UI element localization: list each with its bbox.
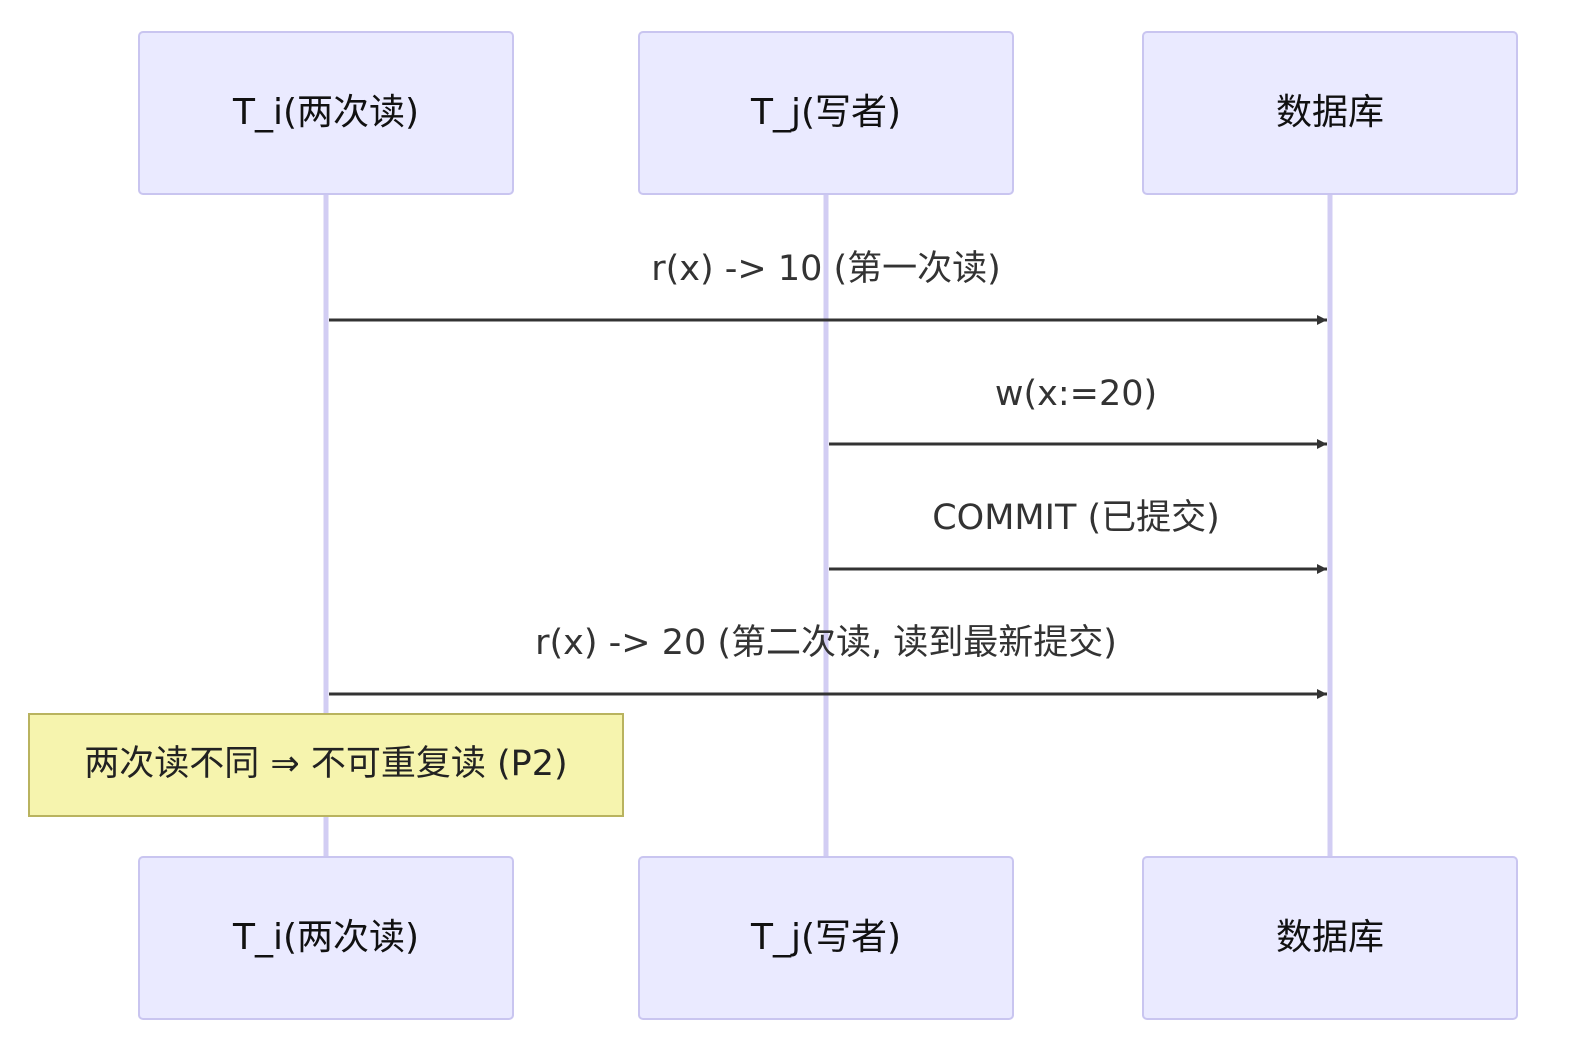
- actor-box: [1142, 856, 1518, 1020]
- actor-top-ti: T_i(两次读): [138, 31, 514, 195]
- actor-label-ti: T_i(两次读): [232, 92, 419, 133]
- note-label: 两次读不同 ⇒ 不可重复读 (P2): [84, 744, 567, 784]
- message-label: r(x) -> 10 (第一次读): [651, 249, 1001, 289]
- message-write: w(x:=20): [829, 374, 1327, 449]
- actor-box: [138, 856, 514, 1020]
- actor-label-database: 数据库: [1276, 92, 1384, 133]
- message-label: w(x:=20): [995, 374, 1157, 414]
- message-second-read: r(x) -> 20 (第二次读, 读到最新提交): [329, 623, 1327, 699]
- message-label: r(x) -> 20 (第二次读, 读到最新提交): [535, 623, 1117, 663]
- actor-bottom-database: 数据库: [1142, 856, 1518, 1020]
- actor-label-tj: T_j(写者): [750, 917, 901, 958]
- messages: r(x) -> 10 (第一次读) w(x:=20) COMMIT (已提交) …: [329, 249, 1327, 699]
- actor-top-tj: T_j(写者): [638, 31, 1014, 195]
- actor-box: [138, 31, 514, 195]
- actor-label-tj: T_j(写者): [750, 92, 901, 133]
- message-first-read: r(x) -> 10 (第一次读): [329, 249, 1327, 325]
- actor-label-database: 数据库: [1276, 917, 1384, 958]
- actor-box: [1142, 31, 1518, 195]
- message-label: COMMIT (已提交): [932, 498, 1220, 538]
- actor-bottom-ti: T_i(两次读): [138, 856, 514, 1020]
- actors-bottom: T_i(两次读) T_j(写者) 数据库: [138, 856, 1518, 1020]
- actor-top-database: 数据库: [1142, 31, 1518, 195]
- actors-top: T_i(两次读) T_j(写者) 数据库: [138, 31, 1518, 195]
- actor-box: [638, 856, 1014, 1020]
- actor-box: [638, 31, 1014, 195]
- actor-bottom-tj: T_j(写者): [638, 856, 1014, 1020]
- note-box: [28, 713, 624, 817]
- note: 两次读不同 ⇒ 不可重复读 (P2): [28, 713, 624, 817]
- actor-label-ti: T_i(两次读): [232, 917, 419, 958]
- message-commit: COMMIT (已提交): [829, 498, 1327, 574]
